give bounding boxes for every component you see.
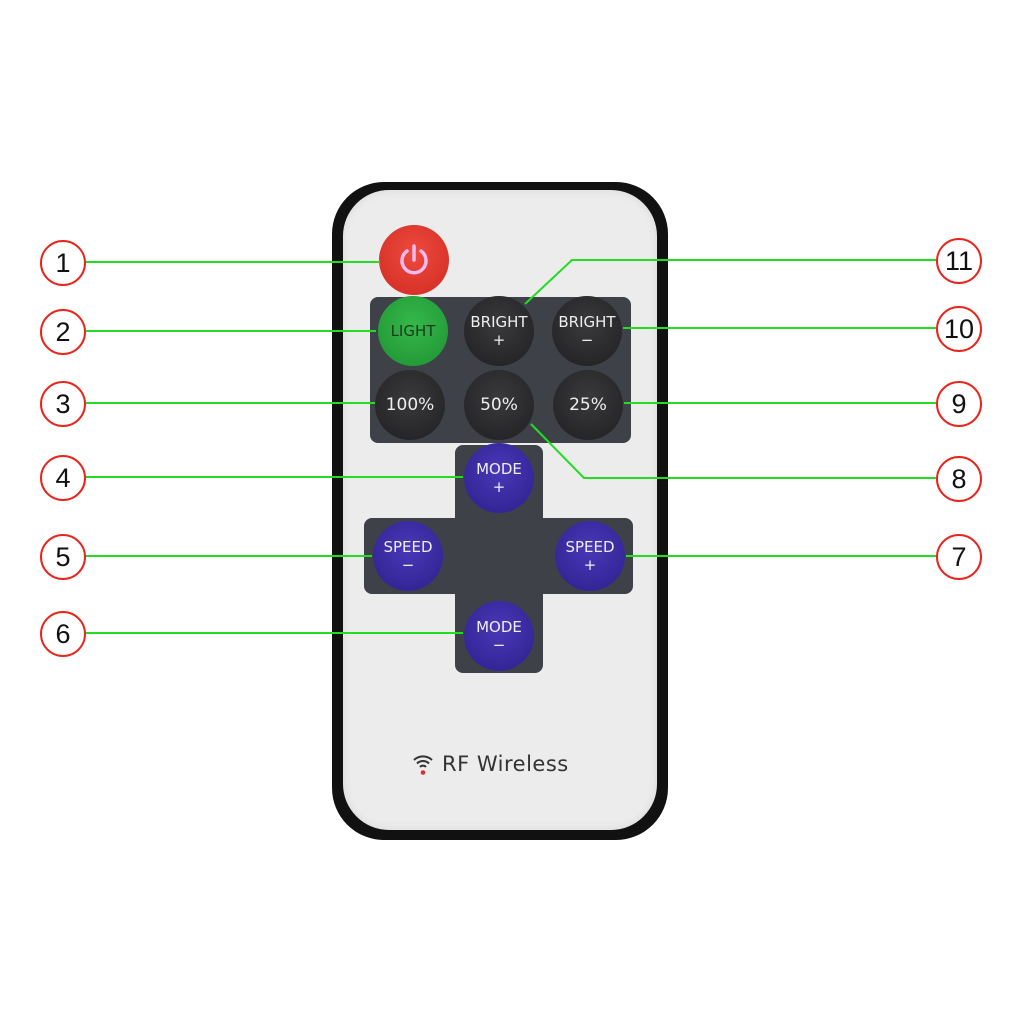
brightness-50-label: 50%	[480, 395, 518, 415]
bright-down-button[interactable]: BRIGHT−	[552, 296, 622, 366]
rf-wireless-label: RF Wireless	[412, 752, 569, 776]
speed-up-label: SPEED	[565, 538, 615, 556]
mode-down-button[interactable]: MODE−	[464, 601, 534, 671]
callout-9: 9	[936, 381, 982, 427]
callout-5: 5	[40, 534, 86, 580]
power-icon	[400, 244, 428, 275]
bright-up-label: BRIGHT	[470, 313, 528, 331]
callout-10: 10	[936, 306, 982, 352]
speed-down-sign: −	[401, 556, 415, 574]
speed-up-sign: +	[583, 556, 597, 574]
speed-down-label: SPEED	[383, 538, 433, 556]
callout-6: 6	[40, 611, 86, 657]
bright-up-sign: +	[492, 331, 506, 349]
callout-1: 1	[40, 240, 86, 286]
callout-4: 4	[40, 455, 86, 501]
mode-down-sign: −	[492, 636, 506, 654]
bright-down-label: BRIGHT	[558, 313, 616, 331]
brightness-25-label: 25%	[569, 395, 607, 415]
brightness-50-button[interactable]: 50%	[464, 370, 534, 440]
speed-up-button[interactable]: SPEED+	[555, 521, 625, 591]
callout-7: 7	[936, 534, 982, 580]
callout-8: 8	[936, 456, 982, 502]
power-button[interactable]	[379, 225, 449, 295]
brightness-100-button[interactable]: 100%	[375, 370, 445, 440]
bright-up-button[interactable]: BRIGHT+	[464, 296, 534, 366]
rf-wireless-text: RF Wireless	[442, 752, 569, 776]
mode-up-label: MODE	[476, 460, 522, 478]
wifi-icon	[413, 755, 433, 775]
brightness-25-button[interactable]: 25%	[553, 370, 623, 440]
mode-up-sign: +	[492, 478, 506, 496]
speed-down-button[interactable]: SPEED−	[373, 521, 443, 591]
brightness-100-label: 100%	[385, 395, 435, 415]
light-label: LIGHT	[390, 322, 436, 340]
callout-11: 11	[936, 238, 982, 284]
callout-2: 2	[40, 309, 86, 355]
mode-up-button[interactable]: MODE+	[464, 443, 534, 513]
mode-down-label: MODE	[476, 618, 522, 636]
bright-down-sign: −	[580, 331, 594, 349]
light-button[interactable]: LIGHT	[378, 296, 448, 366]
callout-3: 3	[40, 381, 86, 427]
